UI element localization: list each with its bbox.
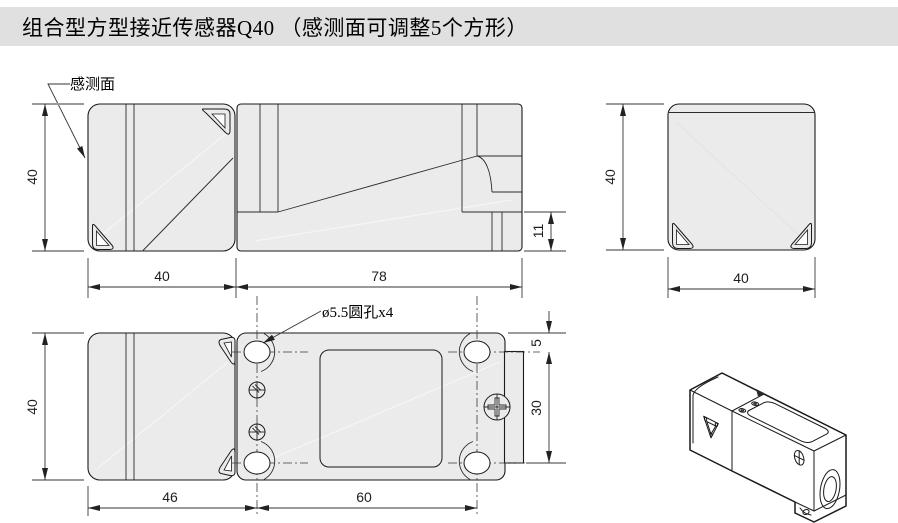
- clamp-wedge-icon: [672, 222, 694, 249]
- phillips-screw-icon: [483, 393, 511, 421]
- connector-socket: [820, 465, 840, 513]
- foot-ear: [799, 507, 812, 516]
- dim-top-right: 5 30: [508, 311, 566, 464]
- svg-text:30: 30: [528, 400, 544, 416]
- front-face: [667, 103, 816, 251]
- screw-icon: [738, 401, 760, 413]
- iso-outline: [689, 372, 847, 523]
- hole-leader: [262, 310, 322, 344]
- svg-text:40: 40: [154, 268, 170, 284]
- title-bar: 组合型方型接近传感器Q40 （感测面可调整5个方形）: [0, 7, 898, 46]
- svg-text:78: 78: [371, 268, 387, 284]
- svg-text:46: 46: [162, 489, 178, 505]
- svg-text:5: 5: [528, 339, 544, 347]
- side-body: [236, 103, 523, 252]
- sensing-face-leader: [47, 83, 86, 159]
- phillips-screw-icon: [794, 448, 804, 467]
- svg-text:11: 11: [530, 224, 546, 239]
- clamp-wedge-icon: [218, 448, 236, 477]
- hole-callout: ø5.5圆孔x4: [322, 304, 394, 321]
- dim-front-width: 40: [667, 257, 816, 298]
- top-head: [87, 332, 236, 481]
- screw-icon: [248, 381, 266, 399]
- dim-top-height: 40: [24, 332, 84, 481]
- dim-side-height: 40: [24, 103, 84, 252]
- screw-icon: [248, 423, 266, 441]
- isometric-view: [689, 372, 847, 523]
- clamp-wedge-icon: [201, 108, 231, 135]
- svg-text:60: 60: [356, 489, 372, 505]
- page-title: 组合型方型接近传感器Q40 （感测面可调整5个方形）: [22, 15, 528, 40]
- svg-text:40: 40: [602, 169, 618, 185]
- mounting-holes: [243, 340, 491, 475]
- top-view: ø5.5圆孔x4 40 46 60: [24, 296, 566, 516]
- front-view: 40 40: [602, 103, 816, 298]
- svg-text:40: 40: [24, 169, 40, 185]
- sensing-face-label: 感测面: [70, 76, 115, 93]
- dim-side-lengths: 40 78: [87, 258, 523, 298]
- iso-label-plate: [744, 400, 831, 444]
- clamp-wedge-icon: [218, 336, 236, 365]
- clamp-wedge-icon: [756, 389, 765, 397]
- dim-front-height: 40: [602, 103, 664, 251]
- label-plate: [319, 349, 443, 468]
- dim-side-step: 11: [524, 211, 566, 252]
- svg-text:40: 40: [24, 399, 40, 415]
- dim-top-lengths: 46 60: [87, 486, 477, 516]
- side-view: 感测面 40 40 78: [24, 76, 566, 298]
- clamp-wedge-icon: [790, 222, 812, 249]
- side-head-body: [87, 103, 236, 252]
- clamp-wedge-icon: [92, 223, 114, 250]
- svg-text:40: 40: [733, 270, 749, 286]
- clamp-triangle-icon: [704, 416, 719, 441]
